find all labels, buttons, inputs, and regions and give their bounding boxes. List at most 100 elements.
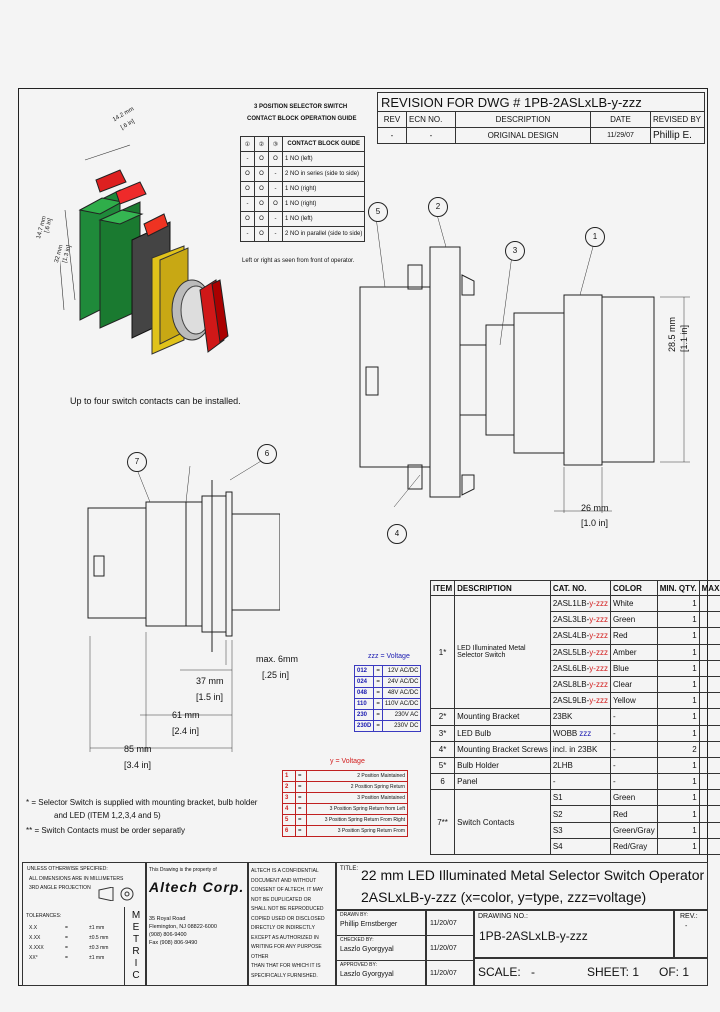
footnote-2: and LED (ITEM 1,2,3,4 and 5) xyxy=(54,811,161,820)
titleblock-scale-sheet: SCALE: - SHEET: 1 OF: 1 xyxy=(474,958,708,986)
dim-85: 85 mm xyxy=(124,744,152,754)
confidential-line: SHALL NOT BE REPRODUCED xyxy=(251,906,324,912)
balloon-1: 1 xyxy=(585,227,605,247)
titleblock-rev: REV.: - xyxy=(674,910,708,958)
profile-dimension-lines xyxy=(554,296,690,513)
projection-symbol-icon xyxy=(98,887,134,901)
side-profile-drawing xyxy=(359,210,690,513)
position-row: 5=3 Position Spring Return From Right xyxy=(282,814,408,826)
balloon-4: 4 xyxy=(387,524,407,544)
items-table: ITEM DESCRIPTION CAT. NO. COLOR MIN. QTY… xyxy=(429,580,720,856)
confidential-line: WRITING FOR ANY PURPOSE OTHER xyxy=(251,944,322,960)
dim-height: 28.5 mm xyxy=(667,316,677,352)
revision-title: REVISION FOR DWG # 1PB-2ASLxLB-y-zzz xyxy=(377,92,705,111)
item-row: 2ASL9LB-y-zzzYellow11 xyxy=(431,692,720,710)
voltage-row: 048=48V AC/DC xyxy=(353,687,422,699)
footnote-1: * = Selector Switch is supplied with mou… xyxy=(26,798,258,807)
side-leaders xyxy=(137,457,267,503)
voltage-row: 230D=230V DC xyxy=(353,720,422,732)
address-line: (908) 806-9400 xyxy=(149,932,187,938)
titleblock-company: This Drawing is the property of Altech C… xyxy=(146,862,248,986)
balloon-7: 7 xyxy=(127,452,147,472)
tolerance-row: X.XXX=±0.3 mm xyxy=(29,945,109,951)
voltage-row: 230=230V AC xyxy=(353,709,422,721)
isometric-switch-drawing xyxy=(60,144,229,355)
position-row: 2=2 Position Spring Return xyxy=(282,781,408,793)
titleblock-confidential: ALTECH IS A CONFIDENTIAL DOCUMENT AND WIT… xyxy=(248,862,336,986)
contact-guide-note: Left or right as seen from front of oper… xyxy=(242,258,355,264)
balloon-2: 2 xyxy=(428,197,448,217)
position-row: 4=3 Position Spring Return from Left xyxy=(282,803,408,815)
titleblock-people: DRAWN BY: Phillip Ernstberger CHECKED BY… xyxy=(336,910,427,986)
contact-guide-title1: 3 POSITION SELECTOR SWITCH xyxy=(254,104,348,110)
titleblock-title: TITLE: 22 mm LED Illuminated Metal Selec… xyxy=(336,862,708,910)
titleblock-general: UNLESS OTHERWISE SPECIFIED: ALL DIMENSIO… xyxy=(22,862,146,986)
confidential-line: COPIED USED OR DISCLOSED xyxy=(251,915,325,922)
item-row: 2ASL6LB-y-zzzBlue11 xyxy=(431,659,720,677)
voltage-title: zzz = Voltage xyxy=(368,653,410,660)
drawing-number: 1PB-2ASLxLB-y-zzz xyxy=(479,929,588,943)
dim-37b: [1.5 in] xyxy=(196,692,224,702)
contacts-note: Up to four switch contacts can be instal… xyxy=(70,396,241,406)
titleblock-dates: 11/20/07 11/20/07 11/20/07 xyxy=(426,910,475,986)
contact-guide-row: -O-2 NO in parallel (side to side) xyxy=(240,226,366,242)
iso-dimension-lines xyxy=(60,144,131,311)
side-dimension-lines xyxy=(89,632,233,752)
item-row: 7**Switch ContactsS1Green14 xyxy=(429,789,720,855)
dim-max6: max. 6mm xyxy=(256,654,299,664)
item-row: S2Red14 xyxy=(431,805,720,823)
dim-width-b: [1.0 in] xyxy=(581,518,609,528)
company-logo: Altech Corp. xyxy=(149,879,245,895)
confidential-line: DOCUMENT AND WITHOUT xyxy=(251,877,317,884)
red-selector-knob xyxy=(199,279,229,353)
dim-height-b: [1.1 in] xyxy=(679,324,689,352)
drawing-title-1: 22 mm LED Illuminated Metal Selector Swi… xyxy=(361,867,705,883)
confidential-line: ALTECH IS A CONFIDENTIAL xyxy=(251,868,319,874)
position-row: 6=3 Position Spring Return From xyxy=(282,825,408,837)
voltage-row: 110=110V AC/DC xyxy=(353,698,422,710)
dim-61b: [2.4 in] xyxy=(172,726,200,736)
address-line: 35 Royal Road xyxy=(149,916,186,922)
revision-table: REV ECN NO. DESCRIPTION DATE REVISED BY … xyxy=(377,111,705,144)
balloon-5: 5 xyxy=(368,202,388,222)
position-title: y = Voltage xyxy=(330,758,365,765)
address-line: Fax (908) 806-9490 xyxy=(149,940,198,946)
titleblock-drawing-no: DRAWING NO.: 1PB-2ASLxLB-y-zzz xyxy=(474,910,674,958)
confidential-line: NOT BE DUPLICATED OR xyxy=(251,896,312,903)
side-view-drawing xyxy=(87,457,280,752)
item-row: 2ASL3LB-y-zzzGreen11 xyxy=(431,611,720,629)
profile-leaders xyxy=(375,210,595,508)
voltage-row: 012=12V AC/DC xyxy=(353,665,422,677)
tolerance-row: XX°=±1 mm xyxy=(29,955,105,961)
balloon-6: 6 xyxy=(257,444,277,464)
dim-width: 26 mm xyxy=(581,503,609,513)
item-row: 2ASL5LB-y-zzzAmber11 xyxy=(431,643,720,661)
confidential-line: THAN THAT FOR WHICH IT IS xyxy=(251,963,321,969)
balloon-3: 3 xyxy=(505,241,525,261)
position-row: 3=3 Position Maintained xyxy=(282,792,408,804)
drawing-title-2: 2ASLxLB-y-zzz (x=color, y=type, zzz=volt… xyxy=(361,889,647,905)
confidential-line: CONSENT OF ALTECH. IT MAY xyxy=(251,887,324,893)
position-row: 1=2 Position Maintained xyxy=(282,770,408,782)
contact-guide-title2: CONTACT BLOCK OPERATION GUIDE xyxy=(247,116,357,122)
voltage-row: 024=24V AC/DC xyxy=(353,676,422,688)
confidential-line: SPECIFICALLY FURNISHED. xyxy=(251,972,318,979)
tolerance-row: X.X=±1 mm xyxy=(29,925,105,931)
dim-85b: [3.4 in] xyxy=(124,760,152,770)
dim-61: 61 mm xyxy=(172,710,200,720)
tolerance-row: X.XX=±0.5 mm xyxy=(29,935,109,941)
